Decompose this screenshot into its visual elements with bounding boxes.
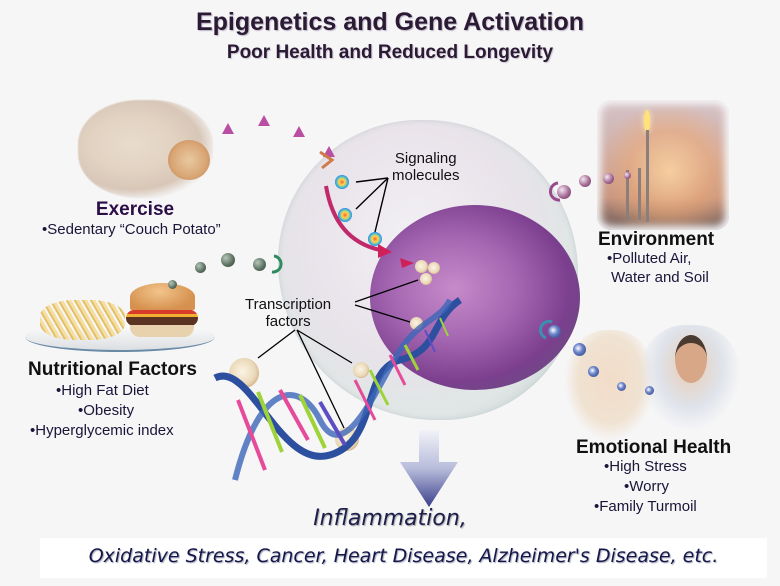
- emotional-bullet: •High Stress: [604, 458, 687, 475]
- signaling-molecules-label: Signaling molecules: [392, 150, 460, 184]
- nutrition-bullet: •Hyperglycemic index: [30, 422, 174, 439]
- signaling-label-line: molecules: [392, 167, 460, 184]
- signaling-leader-line: [355, 177, 389, 210]
- nutrition-signal-icon: [168, 280, 177, 289]
- exercise-bullet: •Sedentary “Couch Potato”: [42, 221, 221, 238]
- environment-receptor-icon: [549, 181, 561, 202]
- burger-bun: [130, 325, 194, 337]
- fries-image: [40, 300, 125, 340]
- nutrition-heading: Nutritional Factors: [28, 359, 197, 380]
- diseases-banner: [40, 538, 767, 578]
- nutrition-signal-icon: [195, 262, 206, 273]
- emotional-receptor-icon: [538, 319, 553, 340]
- inflammation-heading: Inflammation,: [313, 506, 467, 531]
- triangle-signal-icon: [293, 126, 305, 137]
- transcription-label-line: Transcription: [245, 296, 332, 313]
- environment-signal-icon: [603, 173, 614, 184]
- signaling-label-line: Signaling: [394, 150, 457, 167]
- signaling-molecule-icon: [368, 232, 382, 246]
- signaling-leader-line: [355, 177, 389, 183]
- industrial-pollution-photo: [597, 100, 729, 230]
- transcription-factor-icon: [353, 362, 369, 378]
- transcription-factor-icon: [420, 273, 432, 285]
- transcription-leader-line: [354, 279, 419, 303]
- burger-image: [130, 283, 195, 311]
- diagram-subtitle: Poor Health and Reduced Longevity: [226, 42, 554, 63]
- pizza-image: [168, 140, 210, 180]
- transcription-leader-line: [354, 304, 411, 323]
- nutrition-bullet: •Obesity: [78, 402, 135, 419]
- signal-pathway-arrow: [324, 185, 381, 252]
- emotional-signal-icon: [588, 366, 599, 377]
- triangle-signal-icon: [258, 115, 270, 126]
- emotional-signal-icon: [617, 382, 626, 391]
- transcription-leader-line: [257, 329, 296, 359]
- smokestack: [638, 168, 641, 220]
- nutrition-receptor-icon: [271, 254, 283, 274]
- outcome-arrow-icon: [400, 430, 458, 507]
- exercise-receptor-icon: [319, 150, 335, 170]
- environment-heading: Environment: [598, 229, 715, 250]
- transcription-factor-icon: [415, 260, 428, 273]
- exercise-heading: Exercise: [95, 199, 175, 220]
- transcription-leader-line: [296, 329, 353, 364]
- nutrition-signal-icon: [253, 258, 266, 271]
- transcription-factors-label: Transcription factors: [245, 296, 331, 330]
- triangle-signal-icon: [222, 123, 234, 134]
- gas-flare: [644, 110, 650, 132]
- dna-helix: [213, 297, 463, 481]
- signaling-leader-line: [374, 177, 389, 233]
- burger-patty: [126, 310, 198, 326]
- environment-bullet: Water and Soil: [611, 269, 709, 286]
- emotional-signal-icon: [645, 386, 654, 395]
- triangle-signal-icon: [323, 146, 335, 157]
- signaling-molecule-icon: [338, 208, 352, 222]
- emotional-signal-icon: [573, 343, 586, 356]
- transcription-label-line: factors: [265, 313, 311, 330]
- environment-signal-icon: [624, 172, 631, 179]
- emotional-signal-icon: [548, 325, 561, 338]
- nutrition-signal-icon: [221, 253, 235, 267]
- signal-arrowhead-icon: [378, 244, 392, 258]
- emotional-bullet: •Family Turmoil: [594, 498, 697, 515]
- diagram-title: Epigenetics and Gene Activation: [195, 8, 585, 36]
- smokestack: [626, 170, 629, 220]
- smokestack: [646, 130, 649, 222]
- nutrition-bullet: •High Fat Diet: [56, 382, 149, 399]
- environment-signal-icon: [557, 185, 571, 199]
- signaling-molecule-icon: [335, 175, 349, 189]
- diseases-list: Oxidative Stress, Cancer, Heart Disease,…: [88, 545, 719, 567]
- environment-signal-icon: [579, 175, 591, 187]
- environment-bullet: •Polluted Air,: [607, 250, 692, 267]
- nucleus-entry-arrow-icon: [400, 258, 414, 268]
- transcription-leader-line: [296, 329, 345, 429]
- emotional-heading: Emotional Health: [576, 437, 732, 458]
- transcription-factor-icon: [428, 262, 440, 274]
- emotional-bullet: •Worry: [624, 478, 669, 495]
- stressed-man-head: [675, 335, 707, 383]
